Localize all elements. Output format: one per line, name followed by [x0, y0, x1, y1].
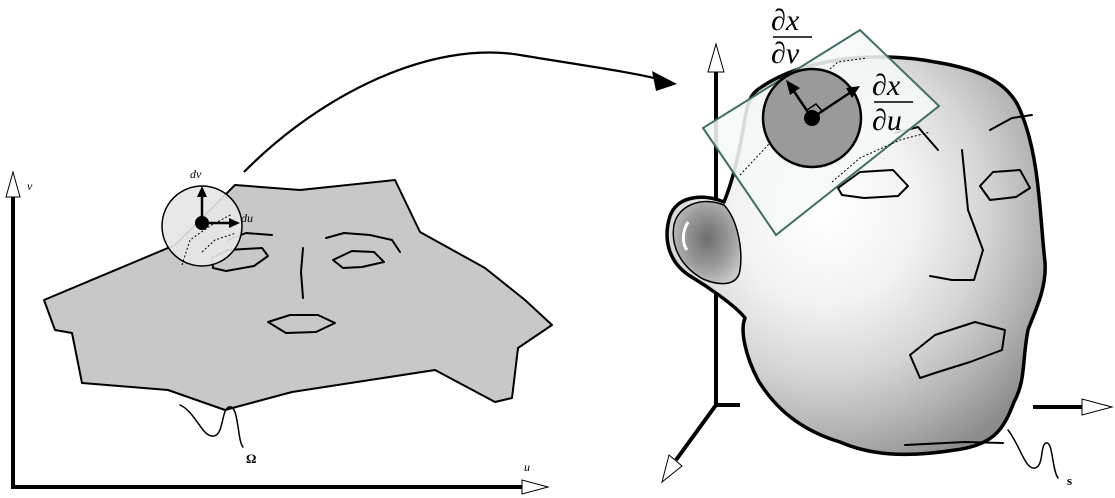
left-panel: v u Ω dv du [6, 167, 552, 494]
domain-point [195, 216, 209, 230]
partial-v-label: ∂x ∂v [771, 4, 812, 70]
mapping-arrowhead [652, 71, 677, 91]
partial-u-denominator: ∂u [872, 104, 902, 137]
right-panel: s ∂x ∂v ∂x ∂u [662, 4, 1112, 488]
domain-label: Ω [246, 451, 256, 466]
v-axis-arrowhead [6, 172, 20, 197]
partial-u-numerator: ∂x [872, 69, 901, 102]
parameter-domain [44, 180, 552, 410]
u-axis-arrowhead [522, 480, 548, 494]
partial-v-denominator: ∂v [771, 37, 800, 70]
partial-v-numerator: ∂x [771, 4, 800, 37]
z-axis-arrowhead [708, 44, 724, 72]
surface-point [804, 110, 820, 126]
dv-label: dv [190, 167, 202, 181]
surface-label: s [1067, 473, 1072, 488]
domain-omega-leader [180, 405, 243, 447]
x-axis-arrowhead [1082, 399, 1112, 415]
u-axis-label: u [524, 460, 530, 474]
head-s-leader [1008, 430, 1058, 478]
du-label: du [241, 211, 253, 225]
y-axis [676, 405, 716, 460]
mapping-arrow-curve [244, 53, 662, 172]
v-axis-label: v [27, 179, 33, 193]
mapping-arrow [244, 53, 677, 172]
